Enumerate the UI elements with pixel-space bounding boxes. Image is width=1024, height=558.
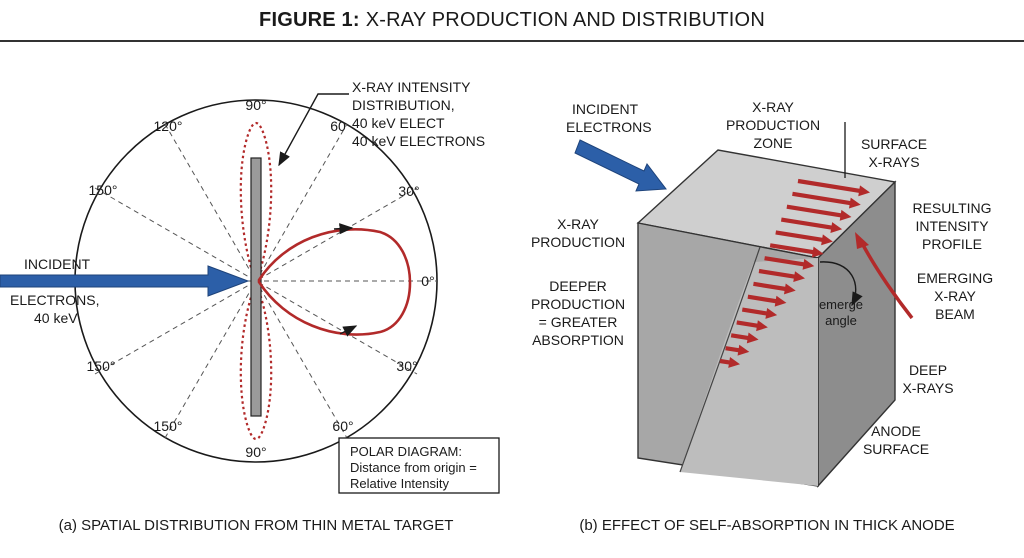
production-zone-boundary: [679, 246, 761, 473]
xray-emission-arrowhead: [746, 332, 759, 344]
distribution-label-4: 40 keV ELECTRONS: [352, 133, 485, 149]
deeper-production-label-4: ABSORPTION: [532, 332, 624, 348]
xray-emission-arrow: [753, 281, 791, 292]
emerging-beam-label-1: EMERGING: [917, 270, 993, 286]
angle-bottom-90: 90°: [245, 444, 266, 460]
angle-150-upper: 150°: [89, 182, 118, 198]
deeper-production-label-2: PRODUCTION: [531, 296, 625, 312]
xray-emission-arrow: [792, 191, 856, 206]
xray-emission-arrowhead: [728, 357, 740, 368]
emerge-angle-label-1: emerge: [819, 297, 863, 312]
production-zone-label-1: X-RAY: [752, 99, 794, 115]
xray-emission-arrowhead: [830, 222, 843, 234]
emerging-beam-arrowhead: [855, 232, 869, 249]
angle-150-lower: 150°: [87, 358, 116, 374]
incident-electron-arrow-right: [574, 139, 667, 192]
xray-emission-arrow: [786, 204, 846, 219]
distribution-callout-line: [278, 93, 349, 167]
deeper-production-label-3: = GREATER: [539, 314, 618, 330]
angle-30-upper: 30°: [398, 183, 419, 199]
incident-electron-arrow: [0, 265, 250, 297]
xray-emission-arrowhead: [821, 234, 833, 246]
right-caption: (b) EFFECT OF SELF-ABSORPTION IN THICK A…: [579, 517, 954, 534]
figure-title: FIGURE 1: X-RAY PRODUCTION AND DISTRIBUT…: [0, 0, 1024, 42]
angle-60-upper: 60: [330, 118, 346, 134]
xray-emission-arrowhead: [765, 307, 778, 319]
production-zone-wedge: [680, 258, 818, 486]
xray-emission-arrowhead: [839, 209, 852, 221]
xray-emission-arrowhead: [811, 246, 824, 258]
emerge-angle-arc: [819, 261, 863, 307]
polar-diagram: 90° 90° 120° 150° 150° 150° 60 30° 0° 30…: [0, 79, 500, 534]
angle-top-90: 90°: [245, 97, 266, 113]
xray-emission-arrowhead: [737, 344, 750, 356]
electrons-label-1: ELECTRONS,: [10, 292, 99, 308]
xray-emission-arrow: [769, 243, 818, 255]
legend-line-1: POLAR DIAGRAM:: [350, 444, 462, 459]
resulting-profile-label-3: PROFILE: [922, 236, 982, 252]
distribution-label-3: 40 keV ELECT: [352, 115, 445, 131]
xray-emission-arrow: [747, 294, 781, 304]
resulting-profile-label-1: RESULTING: [912, 200, 991, 216]
angle-30-lower: 30°: [396, 358, 417, 374]
anode-surface-label-2: SURFACE: [863, 441, 929, 457]
emerge-angle-label-2: angle: [825, 313, 857, 328]
angle-120: 120°: [154, 118, 183, 134]
resulting-profile-label-2: INTENSITY: [915, 218, 989, 234]
intensity-lobe-forward: [257, 228, 412, 336]
surface-xrays-label-2: X-RAYS: [868, 154, 919, 170]
xray-emission-arrowhead: [793, 271, 805, 283]
thin-metal-target: [250, 157, 262, 417]
left-caption: (a) SPATIAL DISTRIBUTION FROM THIN METAL…: [59, 517, 454, 534]
xray-production-label-2: PRODUCTION: [531, 234, 625, 250]
xray-emission-arrowhead: [848, 197, 861, 209]
surface-xrays-label-1: SURFACE: [861, 136, 927, 152]
production-zone-label-2: PRODUCTION: [726, 117, 820, 133]
angle-60-lower: 60°: [332, 418, 353, 434]
xray-emission-arrowhead: [858, 185, 870, 197]
incident-label-right: INCIDENT: [572, 101, 639, 117]
xray-emission-arrow: [775, 230, 828, 243]
xray-emission-arrow: [780, 217, 837, 231]
emerging-beam-arrow: [860, 242, 914, 320]
production-zone-label-3: ZONE: [754, 135, 793, 151]
lobe-arrow-upper: [333, 223, 354, 235]
xray-emission-arrow: [764, 256, 809, 268]
xray-emission-arrowhead: [783, 283, 796, 295]
deep-xrays-label-1: DEEP: [909, 362, 947, 378]
legend-line-3: Relative Intensity: [350, 476, 449, 491]
xray-emission-arrowhead: [802, 258, 815, 270]
angle-0: 0°: [421, 273, 434, 289]
legend-box: [338, 437, 500, 494]
electrons-label-2: 40 keV: [34, 310, 78, 326]
anode-diagram: INCIDENT ELECTRONS X-RAY PRODUCTION ZONE…: [531, 99, 993, 534]
incident-label: INCIDENT: [24, 256, 91, 272]
xray-emission-arrowhead: [774, 295, 787, 307]
electrons-label-right: ELECTRONS: [566, 119, 652, 135]
figure-number: FIGURE 1:: [259, 8, 360, 31]
xray-emission-arrow: [758, 268, 800, 280]
emerging-beam-label-3: BEAM: [935, 306, 975, 322]
lobe-arrow-lower: [339, 325, 358, 337]
xray-production-label-1: X-RAY: [557, 216, 599, 232]
distribution-label-1: X-RAY INTENSITY: [352, 79, 471, 95]
xray-emission-arrow: [797, 178, 865, 194]
distribution-label-2: DISTRIBUTION,: [352, 97, 455, 113]
deeper-production-label-1: DEEPER: [549, 278, 607, 294]
xray-emission-arrowhead: [756, 320, 768, 332]
legend-line-2: Distance from origin =: [350, 460, 477, 475]
anode-surface-label-1: ANODE: [871, 423, 921, 439]
figure-heading: X-RAY PRODUCTION AND DISTRIBUTION: [365, 8, 765, 31]
angle-150-bottom: 150°: [154, 418, 183, 434]
deep-xrays-label-2: X-RAYS: [902, 380, 953, 396]
xray-emission-arrows: [719, 178, 870, 368]
emerging-beam-label-2: X-RAY: [934, 288, 976, 304]
